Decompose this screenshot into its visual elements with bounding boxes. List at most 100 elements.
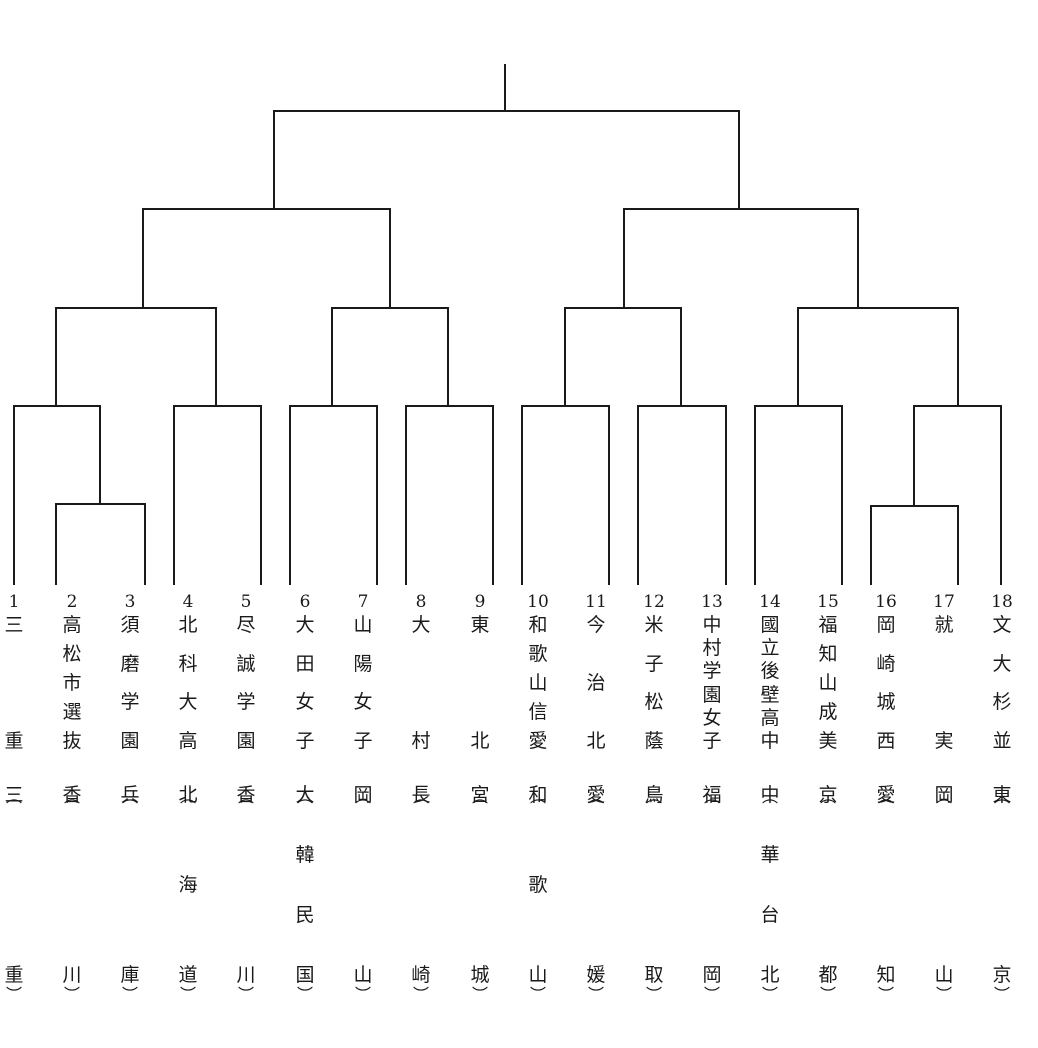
paren-close: ︶ [63,985,80,1004]
school-name: 岡崎城西 [876,614,896,752]
prefecture-name: 岡山 [934,784,954,986]
seed-number: 4 [182,592,194,612]
paren-open: ︵ [179,787,196,806]
prefecture-name: 兵庫 [120,784,140,986]
prefecture-name: 京都 [818,784,838,986]
paren-open: ︵ [354,787,371,806]
paren-open: ︵ [121,787,138,806]
school-name: 福知山成美 [818,614,838,752]
seed-number: 13 [701,592,723,612]
paren-close: ︶ [5,985,22,1004]
school-name: 尽誠学園 [236,614,256,752]
seed-number: 7 [357,592,369,612]
paren-close: ︶ [179,985,196,1004]
seed-number: 2 [66,592,78,612]
paren-close: ︶ [819,985,836,1004]
paren-close: ︶ [354,985,371,1004]
paren-open: ︵ [471,787,488,806]
seed-number: 6 [299,592,311,612]
school-name: 須磨学園 [120,614,140,752]
paren-close: ︶ [587,985,604,1004]
prefecture-name: 中華台北 [760,784,780,986]
paren-close: ︶ [993,985,1010,1004]
prefecture-name: 愛媛 [586,784,606,986]
prefecture-name: 福岡 [702,784,722,986]
seed-number: 12 [643,592,665,612]
paren-close: ︶ [471,985,488,1004]
paren-open: ︵ [237,787,254,806]
prefecture-name: 大韓民国 [295,784,315,986]
prefecture-name: 長崎 [411,784,431,986]
paren-open: ︵ [645,787,662,806]
school-name: 三重 [4,614,24,752]
seed-number: 9 [474,592,486,612]
paren-open: ︵ [296,787,313,806]
seed-number: 1 [8,592,20,612]
paren-close: ︶ [645,985,662,1004]
seed-number: 15 [817,592,839,612]
paren-open: ︵ [877,787,894,806]
prefecture-name: 宮城 [470,784,490,986]
paren-open: ︵ [587,787,604,806]
paren-close: ︶ [237,985,254,1004]
prefecture-name: 岡山 [353,784,373,986]
prefecture-name: 香川 [236,784,256,986]
school-name: 大田女子 [295,614,315,752]
school-name: 國立後壁高中 [760,614,780,752]
school-name: 和歌山信愛 [528,614,548,752]
paren-open: ︵ [63,787,80,806]
paren-close: ︶ [877,985,894,1004]
seed-number: 8 [415,592,427,612]
seed-number: 18 [991,592,1013,612]
paren-open: ︵ [819,787,836,806]
seed-number: 16 [875,592,897,612]
school-name: 就実 [934,614,954,752]
prefecture-name: 三重 [4,784,24,986]
seed-number: 17 [933,592,955,612]
school-name: 高松市選抜 [62,614,82,752]
prefecture-name: 東京 [992,784,1012,986]
prefecture-name: 北海道 [178,784,198,986]
paren-close: ︶ [529,985,546,1004]
school-name: 東北 [470,614,490,752]
prefecture-name: 和歌山 [528,784,548,986]
paren-open: ︵ [703,787,720,806]
seed-number: 10 [527,592,549,612]
paren-close: ︶ [761,985,778,1004]
paren-close: ︶ [703,985,720,1004]
prefecture-name: 香川 [62,784,82,986]
paren-close: ︶ [296,985,313,1004]
school-name: 山陽女子 [353,614,373,752]
school-name: 今治北 [586,614,606,752]
seed-number: 11 [585,592,607,612]
prefecture-name: 愛知 [876,784,896,986]
school-name: 文大杉並 [992,614,1012,752]
paren-close: ︶ [935,985,952,1004]
school-name: 北科大高 [178,614,198,752]
paren-open: ︵ [761,787,778,806]
seed-number: 3 [124,592,136,612]
paren-open: ︵ [993,787,1010,806]
paren-close: ︶ [121,985,138,1004]
paren-open: ︵ [935,787,952,806]
paren-close: ︶ [412,985,429,1004]
school-name: 米子松蔭 [644,614,664,752]
seed-number: 5 [240,592,252,612]
school-name: 大村 [411,614,431,752]
